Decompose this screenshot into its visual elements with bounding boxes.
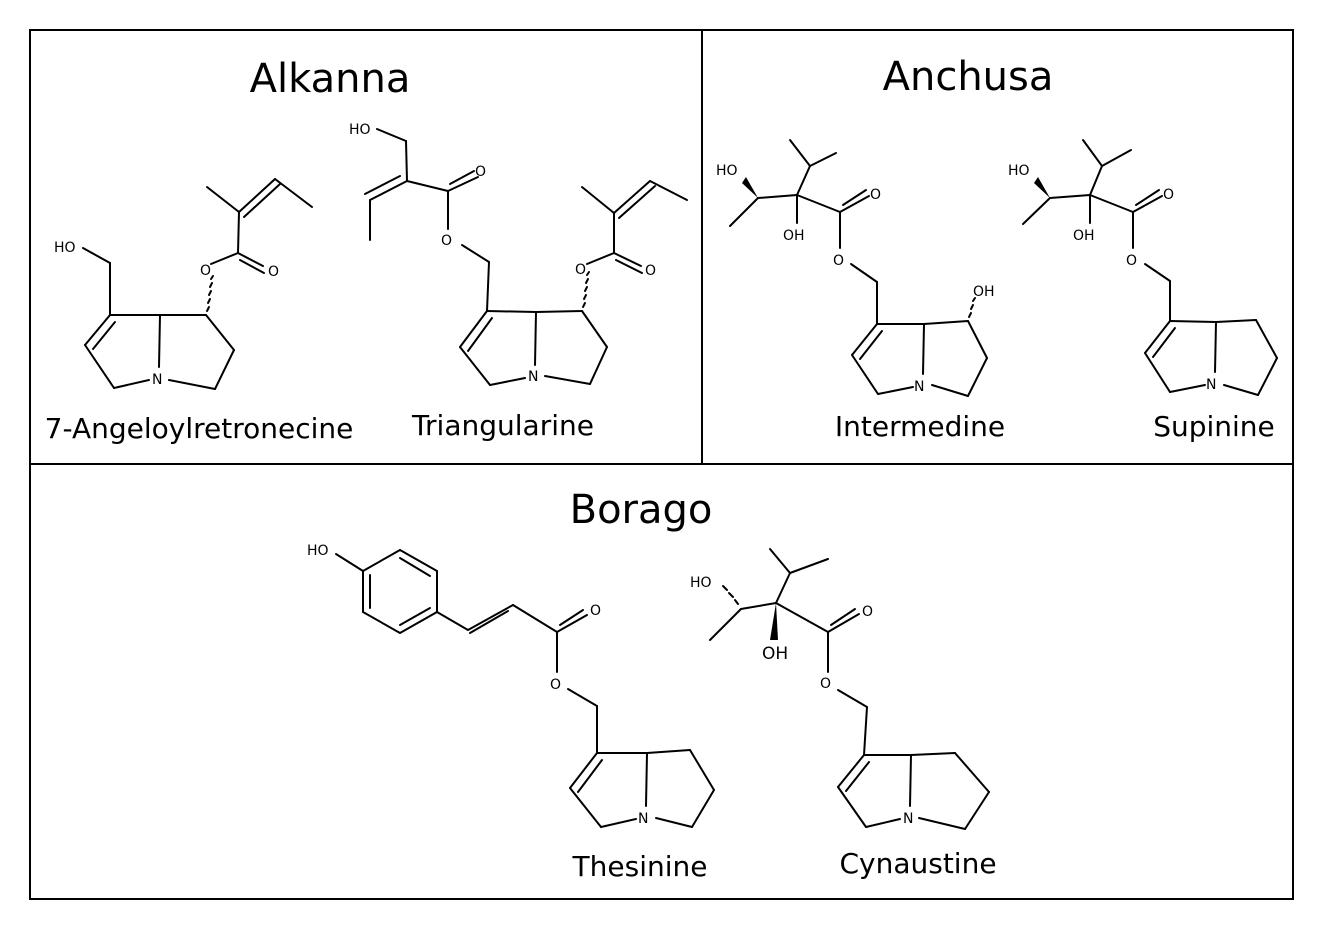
genus-title-borago: Borago [569, 487, 713, 533]
compound-name-thesinine: Thesinine [572, 850, 708, 883]
compound-name-intermedine: Intermedine [834, 410, 1006, 443]
genus-title-alkanna: Alkanna [249, 56, 411, 102]
genus-title-anchusa: Anchusa [882, 54, 1054, 100]
compound-name-triangularine: Triangularine [412, 409, 594, 442]
compound-name-cynaustine: Cynaustine [839, 847, 997, 880]
panel-borago [29, 463, 1294, 900]
compound-name-7-angeloylretronecine: 7-Angeloylretronecine [44, 412, 354, 445]
panel-alkanna [29, 29, 703, 465]
compound-name-supinine: Supinine [1153, 410, 1275, 443]
